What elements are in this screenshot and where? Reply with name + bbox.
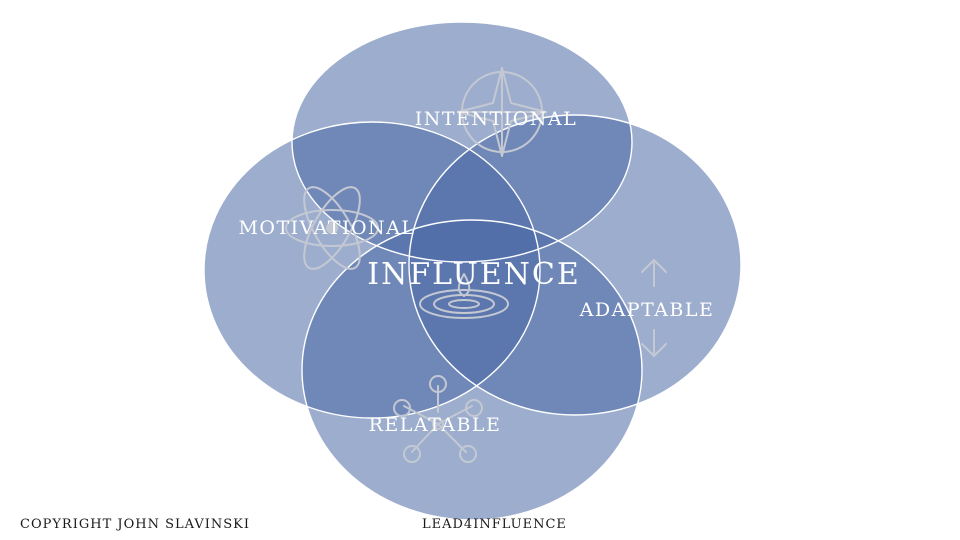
outline-motivational xyxy=(203,121,541,419)
water-ripple-icon xyxy=(419,273,509,319)
label-intentional: INTENTIONAL xyxy=(415,108,578,130)
people-network-icon xyxy=(393,375,483,463)
brand-text: LEAD4INFLUENCE xyxy=(422,517,567,532)
circle-outlines xyxy=(203,21,742,521)
label-influence: INFLUENCE xyxy=(367,257,580,292)
compass-star-icon xyxy=(457,67,547,157)
atom-icon xyxy=(285,186,379,270)
outline-intentional xyxy=(291,21,633,263)
label-motivational: MOTIVATIONAL xyxy=(238,217,415,239)
outline-adaptable xyxy=(408,114,742,416)
label-adaptable: ADAPTABLE xyxy=(579,299,715,321)
circle-relatable xyxy=(302,220,642,520)
circle-group xyxy=(204,22,741,520)
copyright-text: COPYRIGHT JOHN SLAVINSKI xyxy=(20,517,251,532)
up-down-arrows-icon xyxy=(641,259,667,357)
outline-relatable xyxy=(301,219,643,521)
label-relatable: RELATABLE xyxy=(369,414,502,436)
